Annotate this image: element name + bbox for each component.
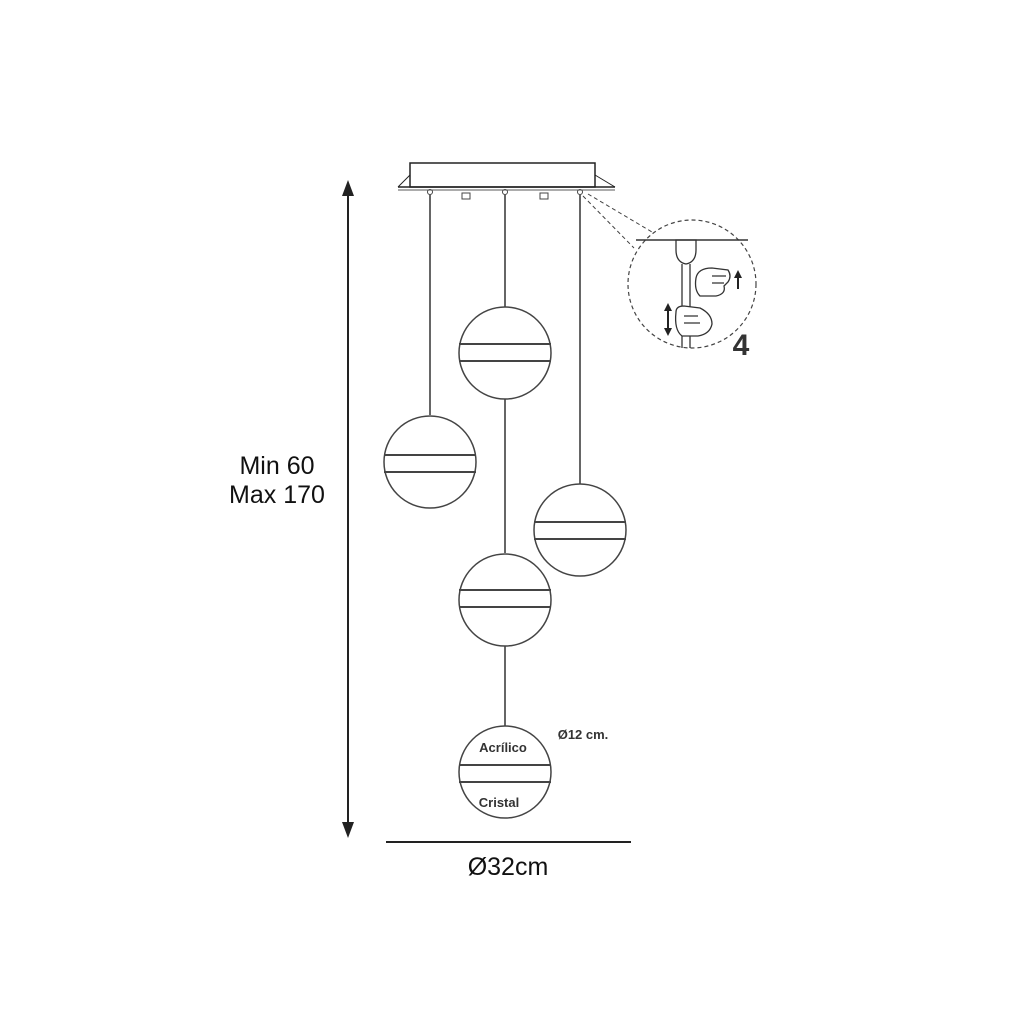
globe-middle-center (458, 553, 552, 647)
arrow-up-down-icon (664, 303, 672, 336)
globe-right (533, 483, 627, 577)
detail-step-number: 4 (733, 329, 750, 362)
height-min-label: Min 60 (239, 452, 314, 480)
globe-top-center (458, 306, 552, 400)
grip-hand-icon (694, 267, 731, 297)
globe-material-top-label: Acrílico (479, 740, 527, 755)
detail-callout (582, 193, 757, 349)
globe-left (383, 415, 477, 509)
globe-diameter-label: Ø12 cm. (558, 727, 609, 742)
canopy-diameter-label: Ø32cm (468, 853, 549, 881)
height-dimension-arrow (342, 180, 354, 838)
arrow-up-icon (734, 270, 742, 289)
globe-bottom-center (458, 725, 552, 819)
suspension-cables (429, 195, 581, 726)
ceiling-canopy (397, 162, 616, 200)
height-max-label: Max 170 (229, 481, 325, 509)
globe-material-bottom-label: Cristal (479, 795, 519, 810)
pinch-hand-icon (674, 305, 713, 337)
